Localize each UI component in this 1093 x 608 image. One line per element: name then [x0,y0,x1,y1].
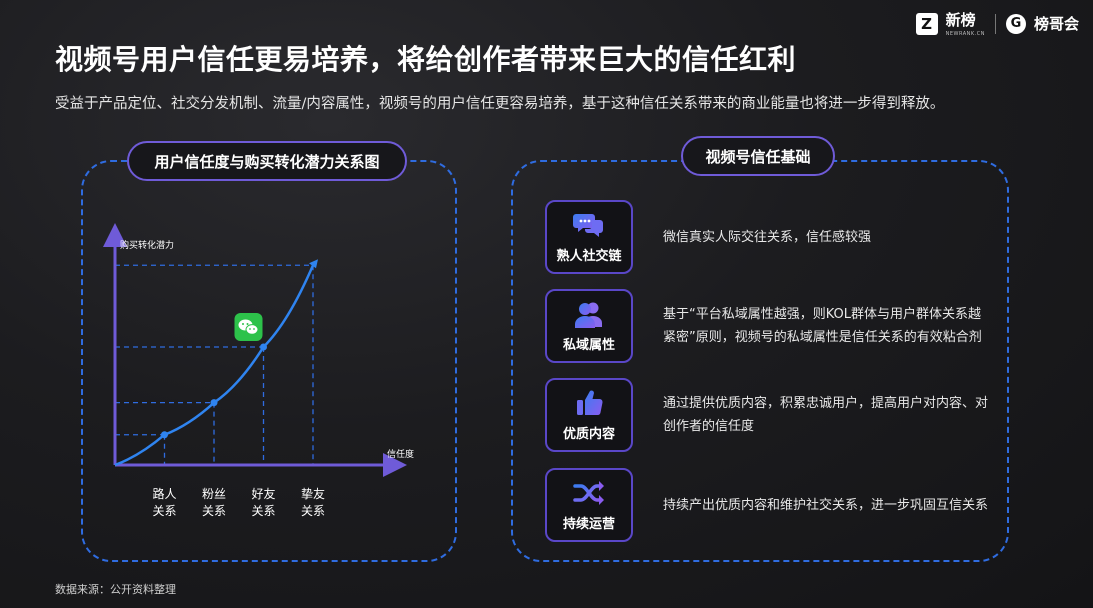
acquaintance-icon-box: 熟人社交链 [545,200,633,274]
x-axis-label: 信任度 [387,448,414,460]
wechat-icon [234,312,263,341]
trust-item-quality-content: 优质内容 通过提供优质内容，积累忠诚用户，提高用户对内容、对创作者的信任度 [545,378,993,452]
brand-logos: Z 新榜 NEWRANK.CN G 榜哥会 [915,10,1079,38]
x-tick-label-friend-0: 好友 [251,487,275,501]
private-domain-desc: 基于“平台私域属性越强，则KOL群体与用户群体关系越紧密”原则，视频号的私域属性… [663,307,982,345]
x-tick-label-stranger-0: 路人 [152,486,176,501]
data-point-close-friend [309,259,318,269]
trust-item-operation: 持续运营 持续产出优质内容和维护社交关系，进一步巩固互信关系 [545,468,993,542]
bangge-name: 榜哥会 [1033,15,1079,33]
brand-divider [994,13,996,34]
data-point-fan [210,399,218,407]
data-point-stranger [161,431,168,439]
private-domain-label: 私域属性 [562,338,615,353]
trust-item-acquaintance: 熟人社交链 微信真实人际交往关系，信任感较强 [545,200,993,274]
x-tick-label-fan-0: 粉丝 [202,487,226,501]
shuffle-icon [573,481,604,505]
x-tick-label-friend-1: 关系 [251,504,275,518]
operation-label: 持续运营 [562,517,615,532]
newrank-brand: 新榜 NEWRANK.CN [945,10,985,38]
x-tick-label-stranger-1: 关系 [152,504,176,518]
trust-item-private-domain: 私域属性 基于“平台私域属性越强，则KOL群体与用户群体关系越紧密”原则，视频号… [545,289,993,363]
operation-desc: 持续产出优质内容和维护社交关系，进一步巩固互信关系 [663,497,989,513]
newrank-url: NEWRANK.CN [945,31,985,37]
chart-panel-heading: 用户信任度与购买转化潜力关系图 [127,141,407,181]
chart-guide-lines [115,264,314,465]
bangge-logo-icon: G [1005,13,1026,34]
page-subtitle: 受益于产品定位、社交分发机制、流量/内容属性，视频号的用户信任更容易培养，基于这… [55,96,945,112]
trust-basis-heading: 视频号信任基础 [681,136,835,176]
acquaintance-label: 熟人社交链 [556,249,622,264]
quality-content-icon-box: 优质内容 [545,378,633,452]
quality-content-desc: 通过提供优质内容，积累忠诚用户，提高用户对内容、对创作者的信任度 [663,396,989,434]
x-tick-label-fan-1: 关系 [202,504,226,518]
users-icon [575,302,602,328]
thumbs-up-icon [577,390,603,416]
quality-content-label: 优质内容 [562,427,615,442]
private-domain-icon-box: 私域属性 [545,289,633,363]
page-title: 视频号用户信任更易培养，将给创作者带来巨大的信任红利 [55,43,797,76]
newrank-logo-icon: Z [915,12,938,35]
data-point-friend [260,343,267,351]
newrank-name: 新榜 [945,11,976,29]
acquaintance-desc: 微信真实人际交往关系，信任感较强 [663,229,872,245]
y-axis-label: 购买转化潜力 [120,239,174,251]
x-tick-label-close-friend-1: 关系 [301,504,325,518]
data-source-note: 数据来源：公开资料整理 [55,583,176,596]
chat-bubbles-icon [573,214,603,237]
operation-icon-box: 持续运营 [545,468,633,542]
x-tick-label-close-friend-0: 挚友 [301,487,325,501]
